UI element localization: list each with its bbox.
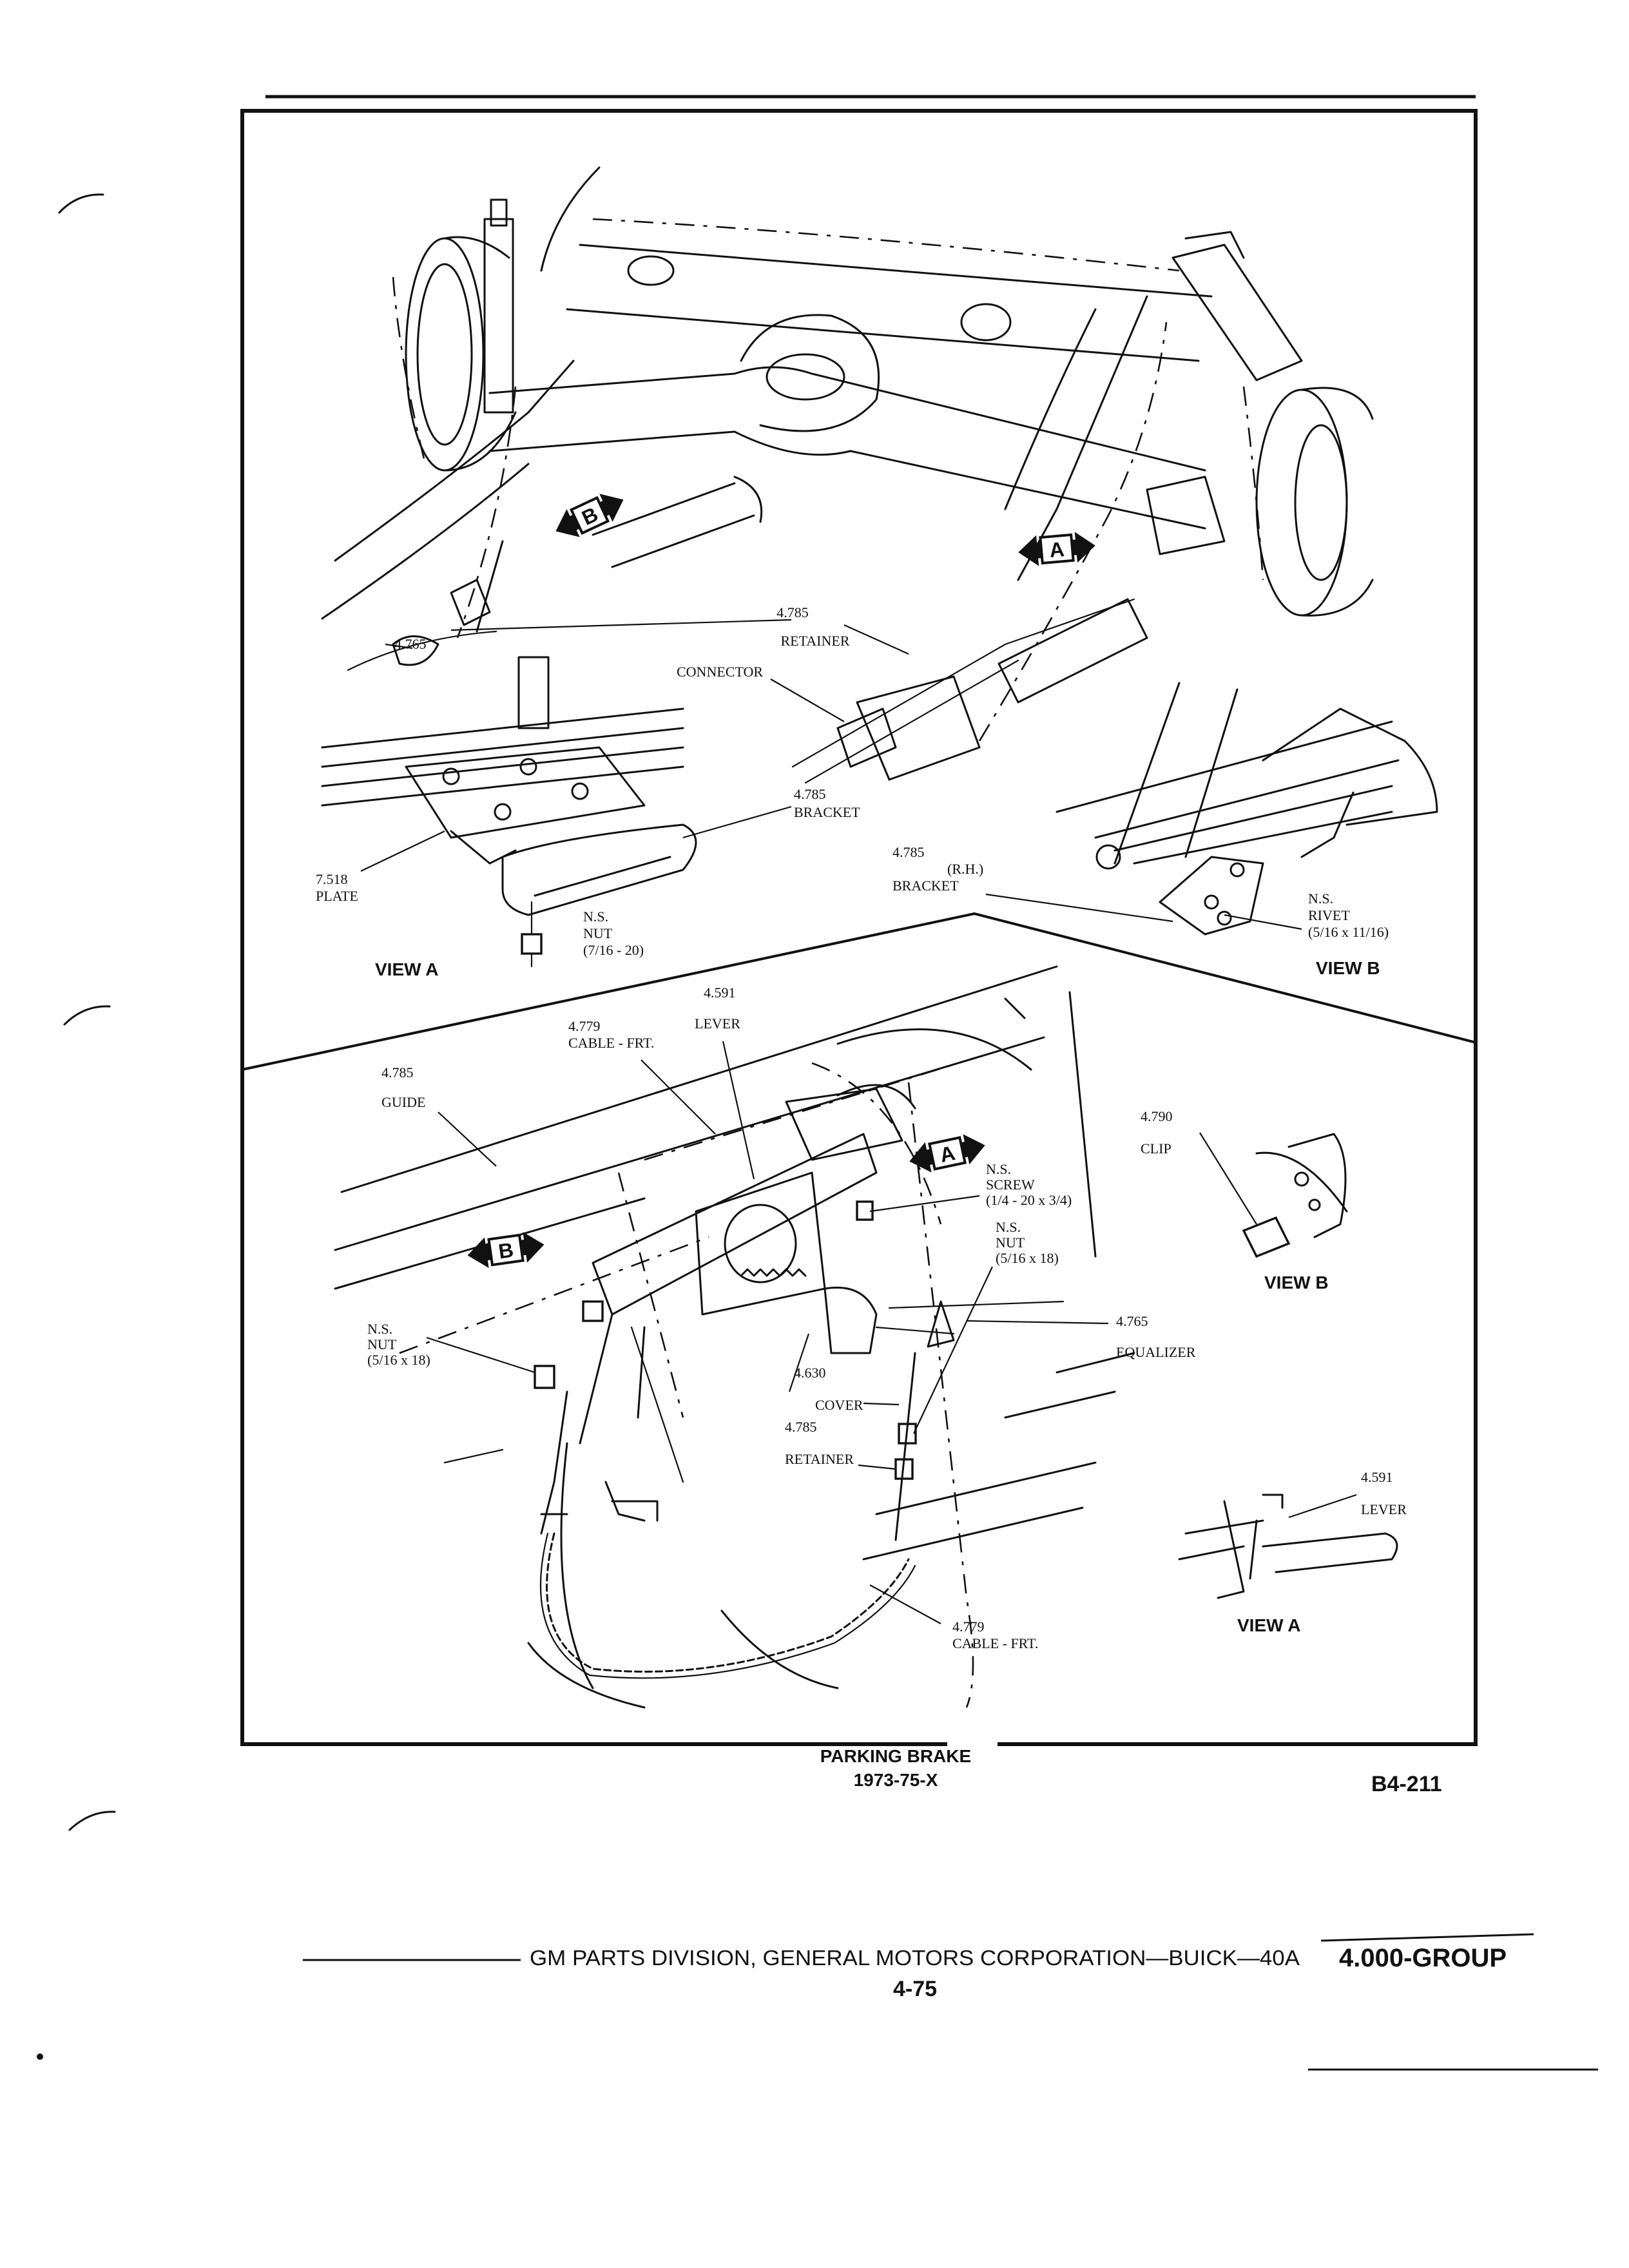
callout-4785-retainer-lower: 4.785 RETAINER [785,1419,854,1467]
callout-line: (5/16 x 18) [367,1352,430,1368]
callout-4591-lever-inset: 4.591 LEVER [1361,1469,1407,1517]
callout-ns-nut-left: N.S. NUT (5/16 x 18) [367,1321,430,1368]
callout-line: RIVET [1308,907,1350,923]
figure-code: B4-211 [1371,1772,1442,1796]
callout-number: 4.785 [892,844,925,860]
callout-line: (1/4 - 20 x 3/4) [986,1192,1072,1208]
binder-marks [37,193,116,2060]
callout-7518-plate: 7.518 PLATE [316,871,358,904]
marker-a-upper: A [1018,532,1095,566]
callout-number: 4.785 [381,1064,414,1081]
callout-4591-lever: 4.591 LEVER [695,985,740,1032]
callout-4779-cable-upper: 4.779 CABLE - FRT. [568,1018,654,1051]
view-label-b-upper: VIEW B [1316,958,1380,978]
callout-number: 4.785 [776,604,809,620]
callout-label: CONNECTOR [677,664,763,680]
callout-number: 4.785 [785,1419,817,1435]
callout-number: 4.765 [1116,1313,1148,1329]
view-b-rh-bracket [1055,682,1438,936]
callout-line: NUT [367,1336,397,1352]
callout-label: GUIDE [381,1094,425,1110]
callout-label: CABLE - FRT. [952,1635,1038,1651]
callout-number: 4.790 [1141,1108,1173,1124]
callout-line: (5/16 x 18) [996,1250,1059,1266]
inset-view-a-lever [1178,1494,1398,1599]
callout-4785-bracket: 4.785 BRACKET [794,786,860,820]
callout-ns-screw: N.S. SCREW (1/4 - 20 x 3/4) [986,1161,1072,1208]
diagram-frame [240,109,1478,1746]
callout-label: RETAINER [780,633,849,649]
footer-group: 4.000-GROUP [1339,1944,1507,1972]
marker-b-upper: B [555,494,624,537]
callout-number: 4.630 [794,1365,826,1381]
callout-line: NUT [583,925,613,941]
front-lever-illustration [334,965,1135,1709]
callout-ns-nut-upper: N.S. NUT (7/16 - 20) [583,908,644,958]
callout-4785-guide: 4.785 GUIDE [381,1064,425,1110]
footer-rule-right [1320,1933,1534,1942]
figure-title: PARKING BRAKE [820,1746,971,1766]
callout-4765-upper: 4.765 [394,636,427,652]
callout-4765-equalizer: 4.765 EQUALIZER [1116,1313,1196,1360]
callout-line: N.S. [1308,890,1333,907]
callout-number: 4.785 [794,786,826,802]
callout-number: 4.591 [704,985,736,1001]
marker-b-label: B [497,1238,515,1264]
callout-4785-rh-bracket: 4.785 (R.H.) BRACKET [892,844,983,894]
callout-ns-nut-center: N.S. NUT (5/16 x 18) [996,1219,1059,1266]
marker-a-label: A [1048,537,1065,562]
callout-4779-cable-lower: 4.779 CABLE - FRT. [952,1619,1038,1651]
inset-view-b-clip [1242,1133,1348,1258]
view-label-a-upper: VIEW A [375,959,439,979]
rear-axle-illustration [321,166,1374,784]
callout-line: (R.H.) [947,861,983,877]
callout-label: CLIP [1141,1140,1171,1157]
callout-label: CABLE - FRT. [568,1035,654,1051]
callout-4630-cover: 4.630 COVER [794,1365,863,1413]
callout-label: PLATE [316,888,358,904]
callout-number: 4.765 [394,636,427,652]
callout-label: EQUALIZER [1116,1344,1196,1360]
callout-label: RETAINER [785,1451,854,1467]
callout-number: 4.779 [952,1619,985,1635]
callout-line: (7/16 - 20) [583,942,644,958]
callout-label: LEVER [695,1015,740,1032]
marker-a-lower: A [909,1134,985,1173]
callout-line: (5/16 x 11/16) [1308,924,1389,940]
callout-line: N.S. [996,1219,1021,1235]
callout-4785-retainer-upper: 4.785 RETAINER [776,604,850,649]
view-divider [242,912,1476,1071]
callout-line: N.S. [367,1321,392,1337]
callout-line: SCREW [986,1177,1035,1193]
callout-number: 7.518 [316,871,348,887]
leader-lines [360,619,1357,1624]
callout-label: BRACKET [892,878,959,894]
marker-b-lower: B [467,1232,545,1268]
callout-label: LEVER [1361,1501,1407,1517]
callout-label: COVER [815,1397,863,1413]
callout-number: 4.591 [1361,1469,1393,1485]
callout-line: N.S. [986,1161,1011,1177]
callout-number: 4.779 [568,1018,601,1034]
callout-line: N.S. [583,908,608,925]
view-label-b-inset: VIEW B [1264,1273,1329,1293]
callout-label: BRACKET [794,804,860,820]
figure-subtitle: 1973-75-X [854,1770,938,1790]
callout-ns-rivet: N.S. RIVET (5/16 x 11/16) [1308,890,1389,940]
view-a-spring-plate [321,656,697,968]
view-label-a-inset: VIEW A [1237,1615,1301,1635]
callout-connector: CONNECTOR [677,664,763,680]
callout-4790-clip: 4.790 CLIP [1141,1108,1173,1157]
footer-publisher: GM PARTS DIVISION, GENERAL MOTORS CORPOR… [530,1946,1300,1970]
footer-page-number: 4-75 [893,1977,937,2001]
callout-line: NUT [996,1235,1025,1251]
